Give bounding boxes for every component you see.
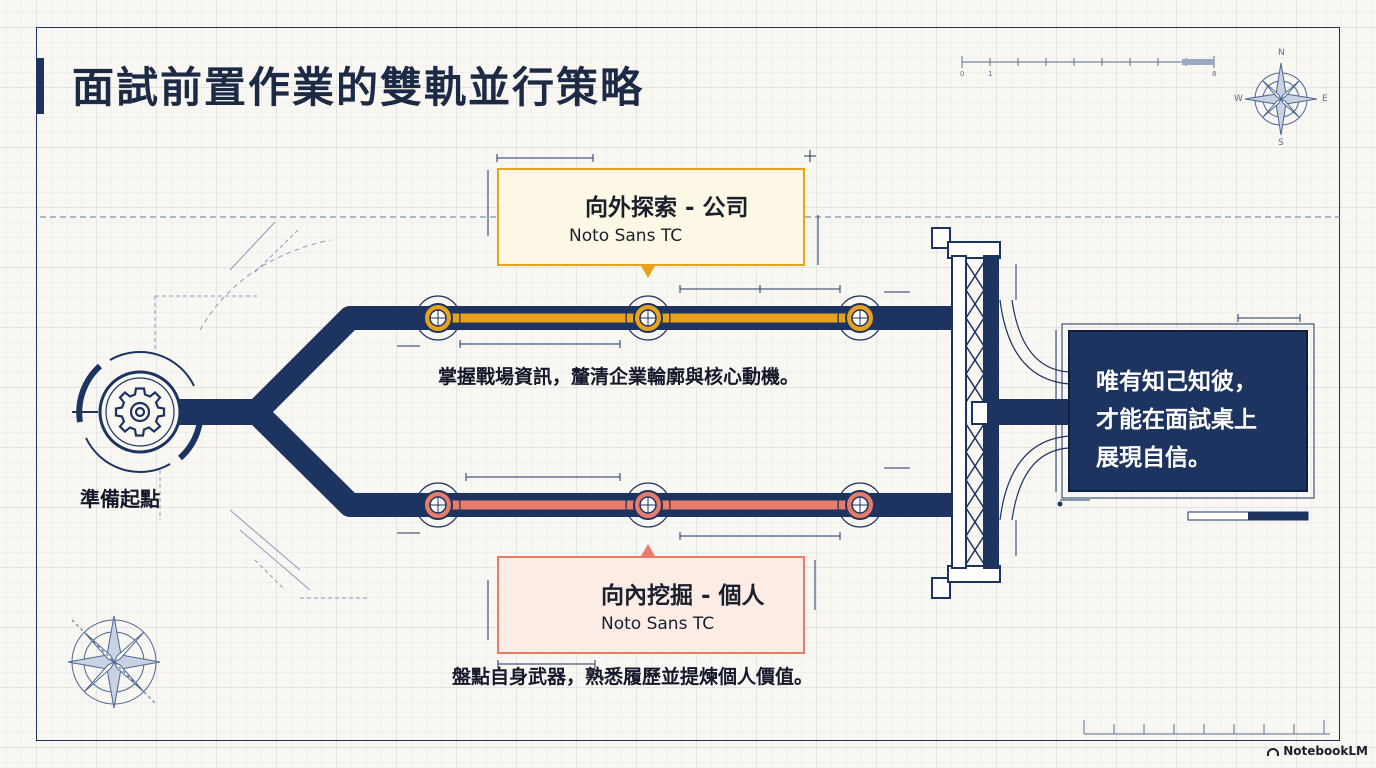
bottom-lane-nodes — [415, 482, 883, 528]
start-point-label: 準備起點 — [80, 487, 160, 511]
compass-n-label: N — [1278, 48, 1285, 58]
top-lane-nodes — [415, 295, 883, 341]
corner-ruler — [1083, 720, 1330, 735]
bottom-node-1 — [415, 482, 461, 528]
bridge-truss — [931, 227, 1071, 599]
compass-s-label: S — [1278, 138, 1284, 148]
compass-rose-top-icon — [1244, 62, 1318, 136]
outward-card-title: 向外探索 - 公司 — [585, 195, 749, 221]
outward-track-description: 掌握戰場資訊，釐清企業輪廓與核心動機。 — [438, 366, 800, 388]
blueprint-frame — [36, 27, 1340, 741]
goal-box-outline — [1061, 323, 1315, 499]
page-title: 面試前置作業的雙軌並行策略 — [72, 63, 645, 112]
inward-exploration-card: 向內挖掘 - 個人 Noto Sans TC — [497, 556, 805, 654]
goal-line-2: 才能在面試桌上 — [1096, 407, 1257, 433]
inward-track-description: 盤點自身武器，熟悉履歷並提煉個人價值。 — [452, 666, 814, 688]
outward-exploration-card: 向外探索 - 公司 Noto Sans TC — [497, 168, 805, 266]
goal-side-marks — [1055, 330, 1090, 507]
outward-card-subtitle: Noto Sans TC — [569, 226, 683, 246]
gear-icon — [114, 387, 166, 437]
compass-rose-bottom-icon — [67, 615, 161, 709]
top-card-pointer — [640, 264, 656, 278]
brand-watermark: NotebookLM — [1267, 744, 1368, 758]
inward-card-subtitle: Noto Sans TC — [601, 614, 715, 634]
title-accent-bar — [36, 58, 44, 114]
notebooklm-logo-icon — [1267, 748, 1280, 756]
ruler-label-start: 0 — [960, 70, 965, 78]
bottom-card-pointer — [640, 544, 656, 558]
compass-w-label: W — [1234, 94, 1243, 104]
ruler-label-end: 8 — [1212, 70, 1217, 78]
top-node-3 — [837, 295, 883, 341]
bottom-node-3 — [837, 482, 883, 528]
brand-name: NotebookLM — [1283, 744, 1368, 758]
construction-lines — [154, 221, 370, 599]
start-badge — [72, 351, 204, 473]
dimension-marks — [397, 150, 1301, 668]
goal-progress-fill — [1248, 512, 1308, 520]
bottom-node-2 — [625, 482, 671, 528]
goal-line-3: 展現自信。 — [1096, 445, 1211, 471]
ruler-label-one: 1 — [988, 70, 993, 78]
ruler — [961, 56, 1215, 68]
goal-line-1: 唯有知己知彼， — [1096, 369, 1257, 395]
inward-card-title: 向內挖掘 - 個人 — [601, 583, 765, 609]
compass-e-label: E — [1322, 94, 1328, 104]
top-node-1 — [415, 295, 461, 341]
goal-box: 唯有知己知彼， 才能在面試桌上 展現自信。 — [1068, 330, 1308, 492]
top-node-2 — [625, 295, 671, 341]
